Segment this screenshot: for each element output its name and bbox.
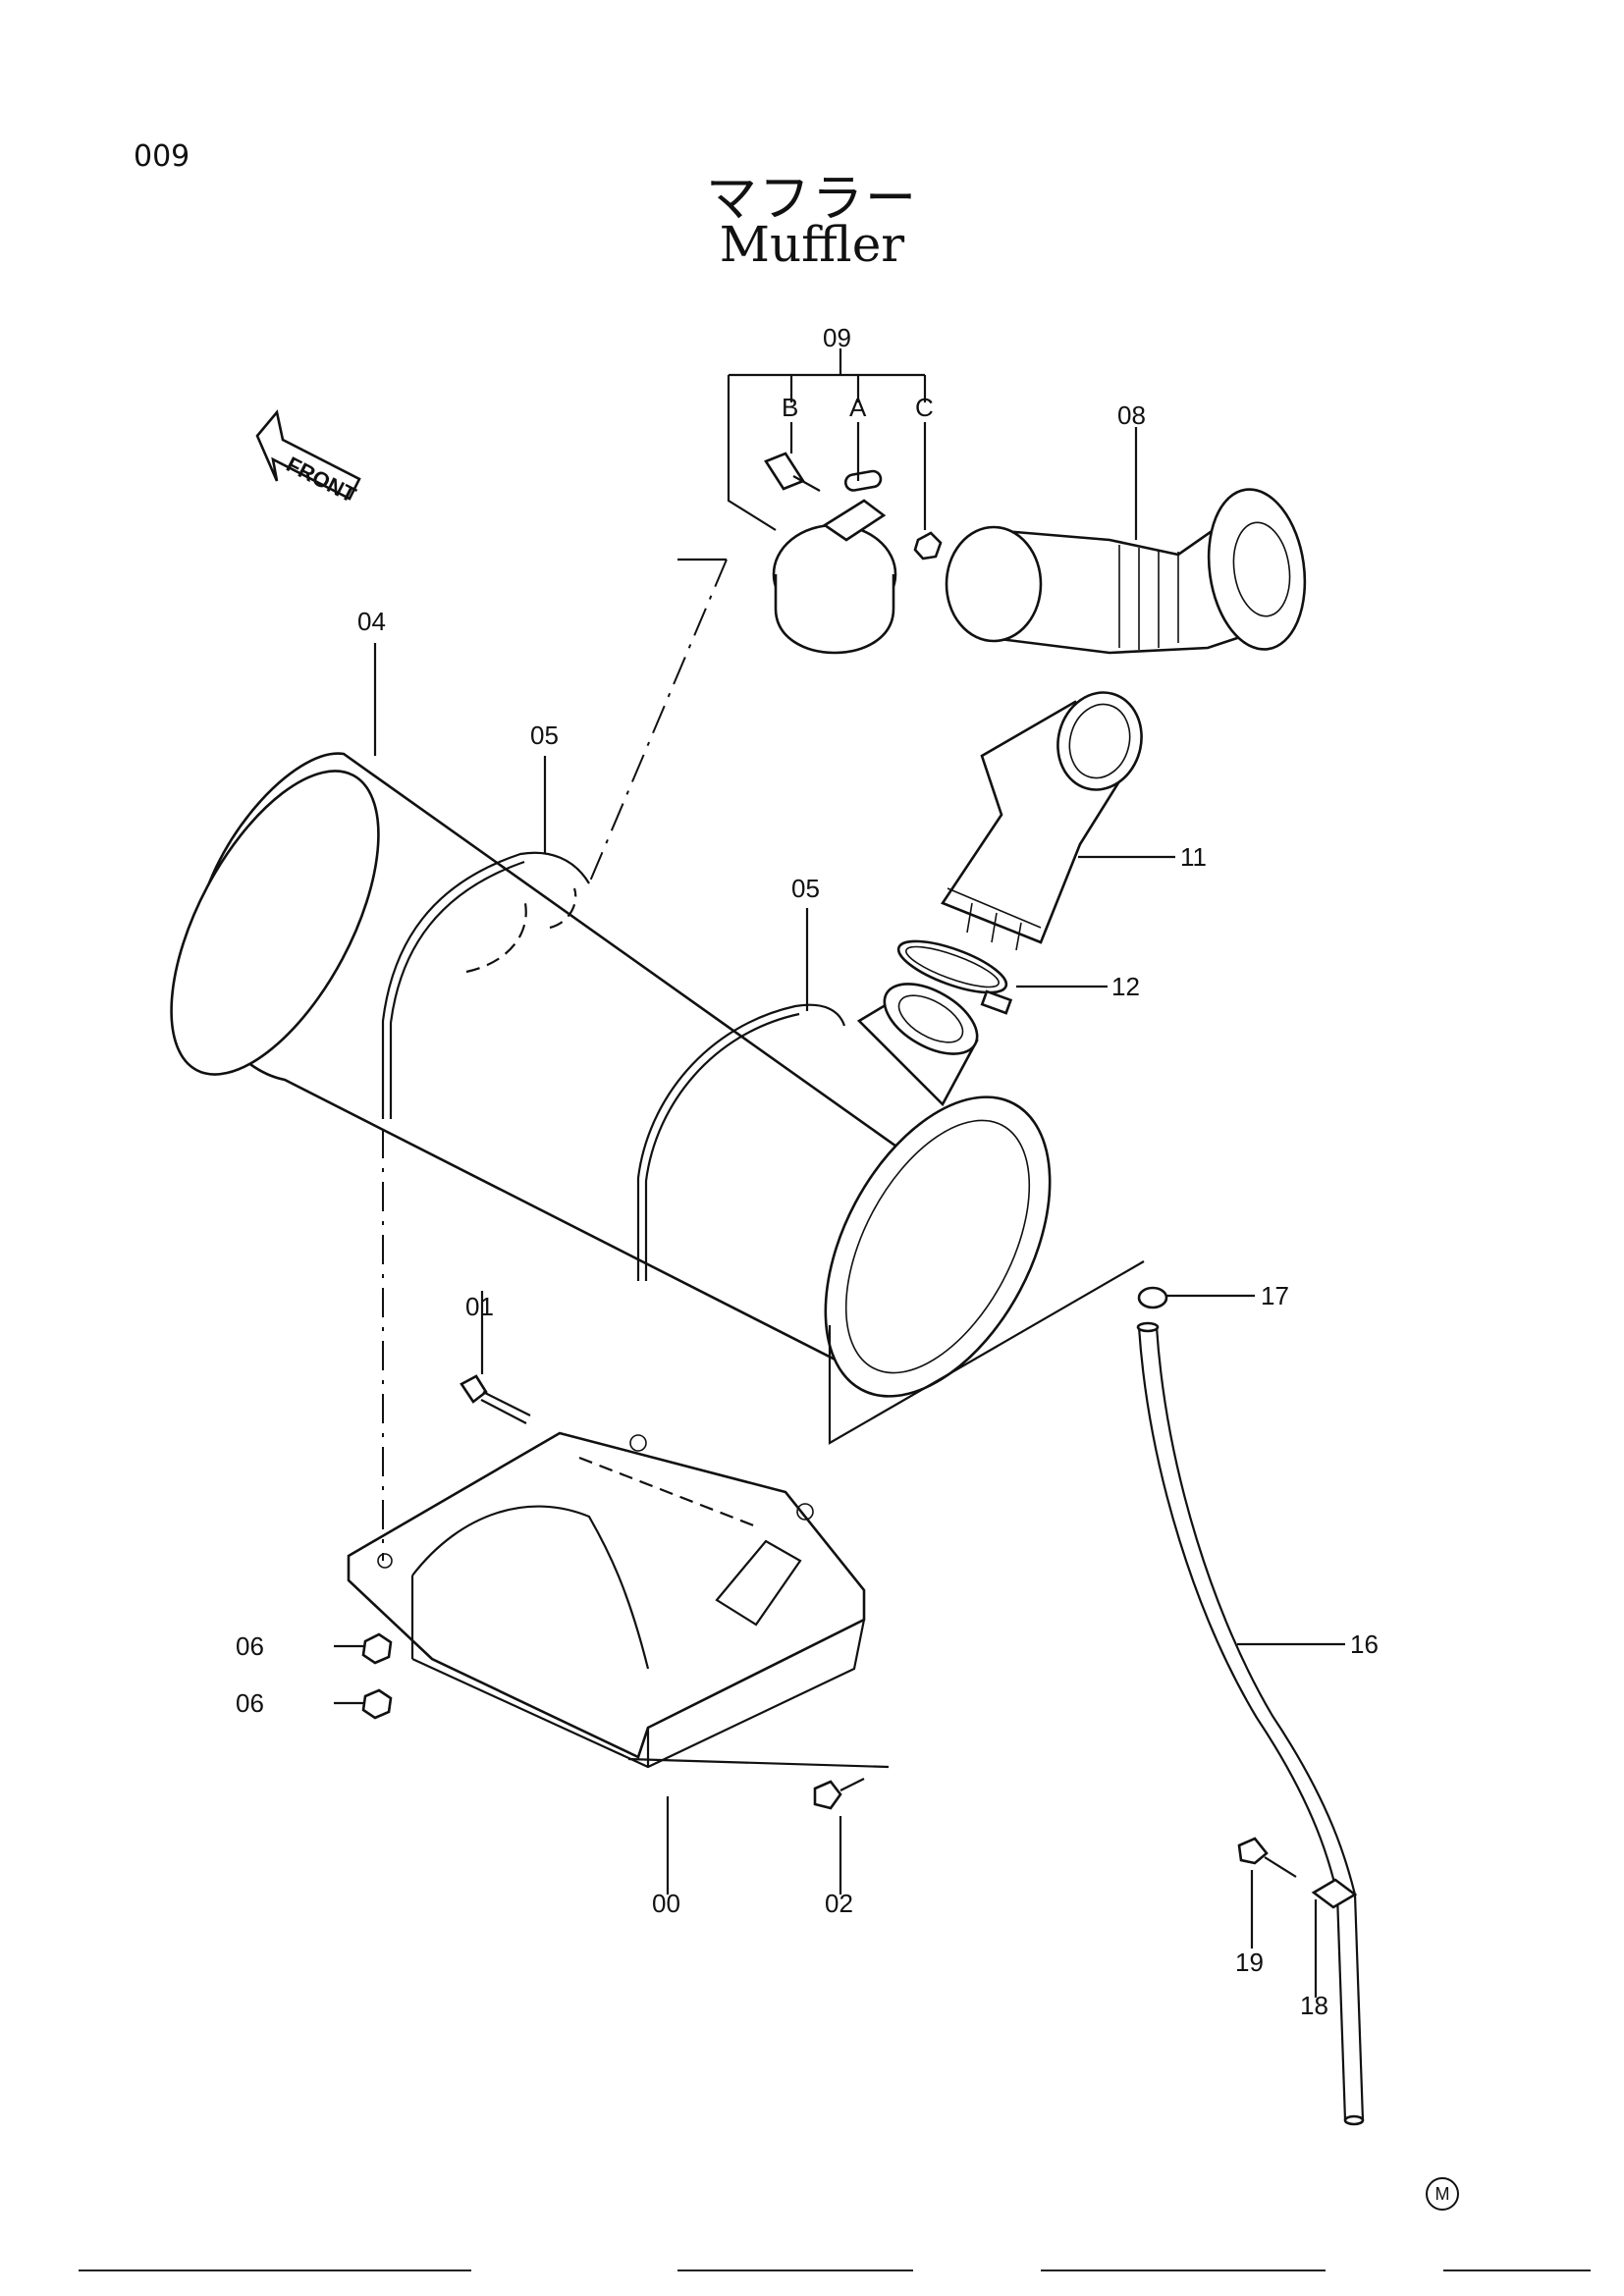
callout-05-right: 05 [791, 874, 820, 903]
page-number: 009 [134, 139, 190, 174]
callout-06-lower: 06 [236, 1688, 264, 1718]
footer-rule-3 [1041, 2269, 1326, 2271]
callout-16: 16 [1350, 1629, 1379, 1659]
clamp-assembly [764, 452, 943, 655]
callout-09: 09 [823, 323, 851, 352]
callout-09-B: B [782, 393, 798, 422]
callout-02: 02 [825, 1889, 853, 1918]
callout-08: 08 [1117, 400, 1146, 430]
callout-12: 12 [1111, 972, 1140, 1001]
title-english: Muffler [719, 216, 905, 273]
bolt-01 [460, 1374, 531, 1424]
muffler-band-left [381, 851, 590, 1119]
title-japanese: マフラー [705, 170, 918, 229]
callout-05-left: 05 [530, 721, 559, 750]
muffler-body [170, 752, 1052, 1398]
callout-09-A: A [849, 393, 867, 422]
callout-11: 11 [1180, 842, 1207, 872]
corner-mark-icon: M [1426, 2177, 1459, 2211]
footer-rule-2 [677, 2269, 913, 2271]
muffler-bracket [347, 1431, 866, 1769]
callout-00: 00 [652, 1889, 680, 1918]
callout-19: 19 [1235, 1948, 1264, 1977]
exhaust-pipe [945, 488, 1307, 655]
front-arrow-icon: FRONT [255, 409, 361, 507]
bolt-02 [813, 1778, 865, 1810]
hose-clamp [896, 939, 1013, 1015]
nut-06-upper [361, 1632, 393, 1665]
drain-hose [1136, 1286, 1365, 2126]
callout-18: 18 [1300, 1991, 1328, 2020]
leader-lines [334, 348, 1345, 1998]
footer-rule-1 [79, 2269, 471, 2271]
elbow-pipe [941, 691, 1143, 951]
callout-04: 04 [357, 607, 386, 636]
muffler-band-right [636, 1003, 846, 1281]
footer-rule-4 [1443, 2269, 1591, 2271]
nut-06-lower [361, 1688, 393, 1720]
callout-09-C: C [915, 393, 934, 422]
callout-17: 17 [1261, 1281, 1289, 1310]
clip-17 [1137, 1286, 1168, 1309]
callout-06-upper: 06 [236, 1631, 264, 1661]
callout-01: 01 [465, 1292, 494, 1321]
